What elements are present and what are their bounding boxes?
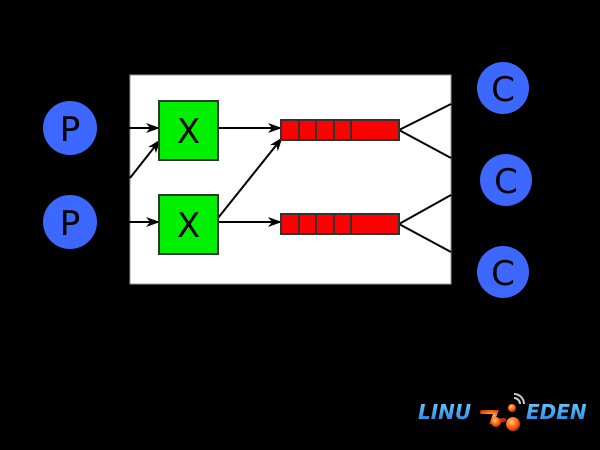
logo-text-right: EDEN bbox=[526, 400, 587, 424]
logo-x-icon bbox=[480, 404, 520, 431]
consumer-label: C bbox=[494, 162, 518, 202]
consumer-3: C bbox=[477, 246, 529, 298]
linuxeden-logo: LINU EDEN bbox=[418, 393, 587, 431]
wifi-signal-icon bbox=[513, 393, 525, 405]
line-q2-c3 bbox=[398, 223, 452, 253]
producer-1: P bbox=[43, 101, 97, 155]
line-q2-c2 bbox=[398, 194, 452, 225]
consumer-1: C bbox=[477, 62, 529, 114]
arrow-p2-x1 bbox=[129, 139, 161, 179]
line-q1-c2 bbox=[398, 129, 452, 159]
producer-label: P bbox=[60, 204, 81, 244]
queue-1 bbox=[280, 119, 400, 141]
exchange-label: X bbox=[177, 206, 200, 246]
line-q1-c1 bbox=[398, 103, 452, 131]
producer-label: P bbox=[60, 110, 81, 150]
logo-text-left: LINU bbox=[418, 400, 471, 424]
exchange-2: X bbox=[158, 194, 219, 255]
queue-2 bbox=[280, 213, 400, 235]
arrow-x2-q1 bbox=[217, 137, 283, 219]
exchange-1: X bbox=[158, 100, 219, 161]
consumer-label: C bbox=[491, 254, 515, 294]
exchange-label: X bbox=[177, 112, 200, 152]
consumer-label: C bbox=[491, 70, 515, 110]
consumer-2: C bbox=[480, 154, 532, 206]
producer-2: P bbox=[43, 195, 97, 249]
